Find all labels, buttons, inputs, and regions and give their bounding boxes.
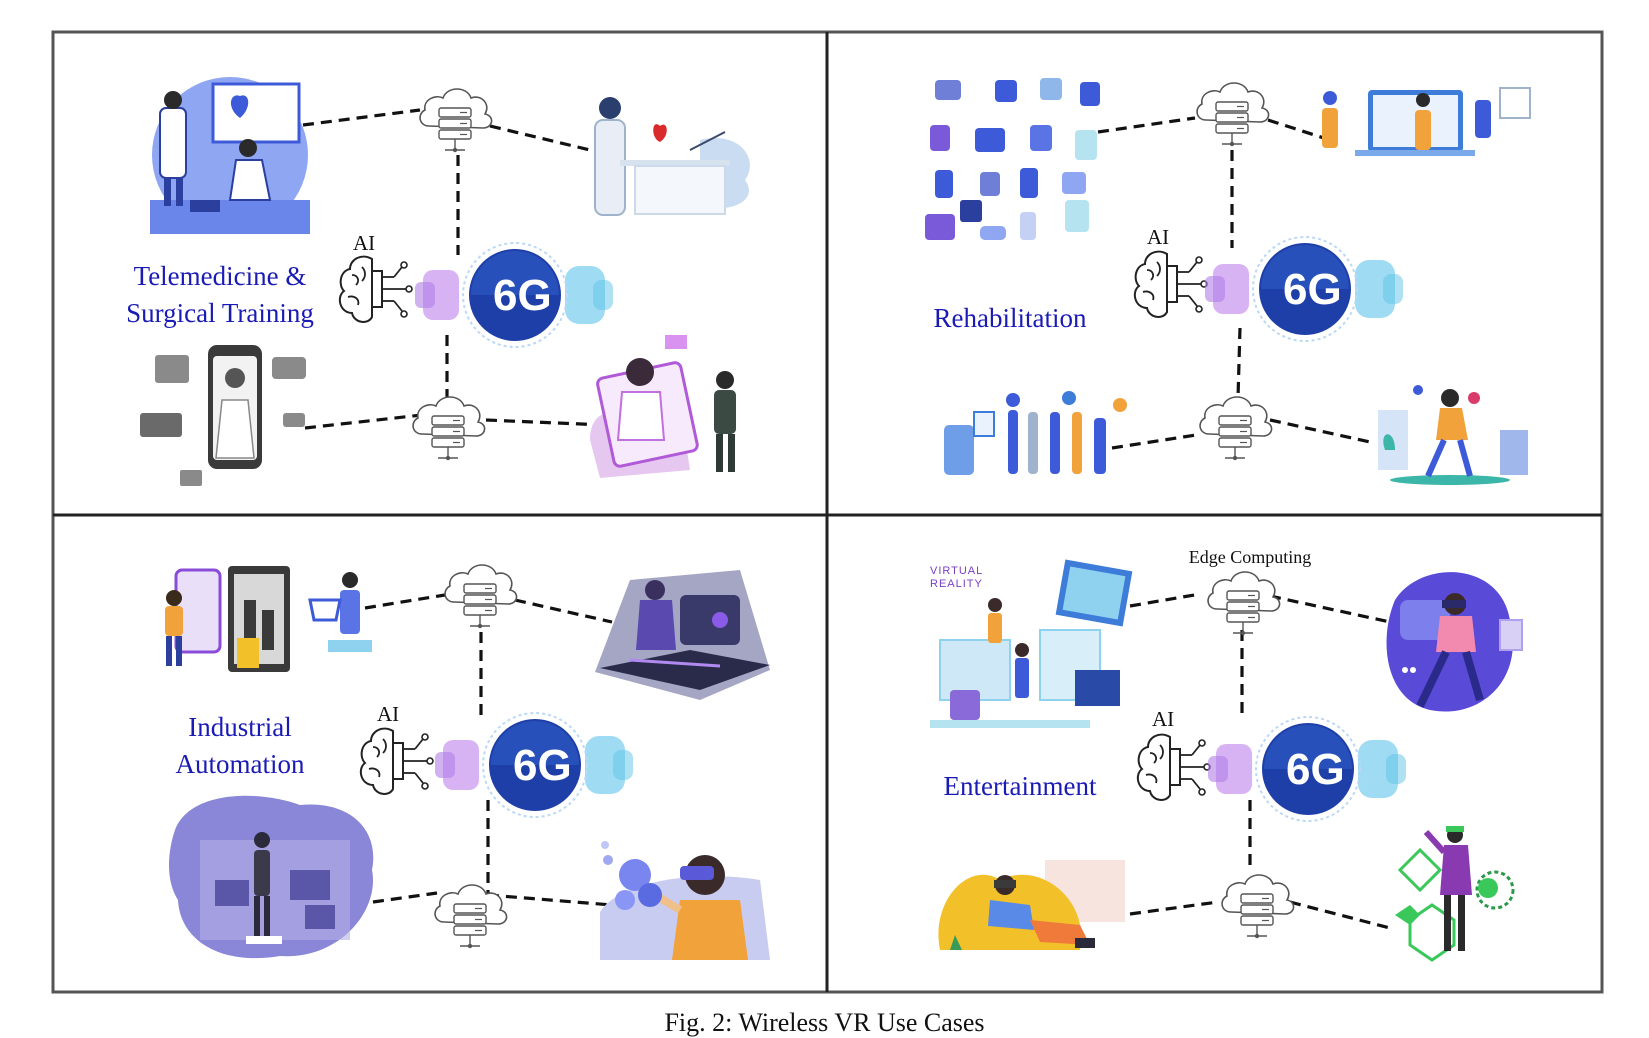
ai-label: AI <box>1152 707 1174 731</box>
figure-caption: Fig. 2: Wireless VR Use Cases <box>664 1008 985 1037</box>
ai-label: AI <box>377 702 399 726</box>
hub-6g-label: 6G <box>513 741 572 790</box>
ai-label: AI <box>1147 225 1169 249</box>
quadrant-title-line-1: Industrial <box>188 712 291 742</box>
cloud-server-icon <box>412 396 486 462</box>
quadrant-title-line-1: Entertainment <box>944 771 1097 801</box>
quadrant-title-line-1: Telemedicine & <box>134 261 307 291</box>
rehab-dashboard-illustration <box>1322 87 1531 156</box>
mobile-consultation-illustration <box>140 345 306 486</box>
virtual-shopping-illustration <box>165 566 372 672</box>
brain-circuit-icon <box>338 255 413 323</box>
quadrant-entertainment: Edge Computing 6G AI Entertainment VIRTU… <box>930 547 1523 962</box>
vr-sign-line-1: VIRTUAL <box>930 565 983 577</box>
vr-relaxing-illustration <box>938 860 1125 950</box>
brain-circuit-icon <box>1133 250 1208 318</box>
cloud-server-icon <box>1199 396 1273 462</box>
ar-shapes-illustration <box>1395 826 1515 962</box>
industrial-vr-worker-illustration <box>595 570 770 700</box>
hub-6g-label: 6G <box>1286 745 1345 794</box>
cloud-server-icon <box>1196 82 1270 147</box>
brain-circuit-icon <box>1136 733 1211 801</box>
vr-activities-illustration <box>925 78 1100 240</box>
cloud-server-icon <box>419 88 493 153</box>
quadrant-telemedicine: 6G AI Telemedicine & Surgical Training <box>126 77 750 486</box>
quadrant-title-line-1: Rehabilitation <box>934 303 1087 333</box>
quadrant-title-line-2: Surgical Training <box>126 298 314 328</box>
surgery-training-illustration <box>150 77 310 234</box>
quadrant-rehabilitation: 6G AI Rehabilitation <box>925 78 1531 485</box>
virtual-reality-scene-illustration: VIRTUAL REALITY <box>930 559 1133 728</box>
edge-computing-label: Edge Computing <box>1189 547 1312 567</box>
cloud-server-icon <box>1221 874 1295 940</box>
ai-label: AI <box>353 231 375 255</box>
network-links <box>1097 116 1371 450</box>
cloud-server-icon <box>434 884 508 950</box>
vr-motion-illustration <box>1378 385 1528 485</box>
cloud-server-icon <box>1207 571 1281 637</box>
hub-6g-label: 6G <box>493 271 552 320</box>
cloud-server-icon <box>444 564 518 630</box>
vr-sign-line-2: REALITY <box>930 578 983 590</box>
vr-molecule-illustration <box>600 841 770 960</box>
brain-circuit-icon <box>359 727 434 795</box>
network-links <box>1129 592 1391 930</box>
hub-6g-label: 6G <box>1283 265 1342 314</box>
network-links <box>364 593 613 907</box>
warehouse-illustration <box>169 795 374 959</box>
video-doctor-illustration <box>590 335 736 478</box>
network-links <box>302 108 606 430</box>
vr-woman-illustration <box>1386 572 1523 712</box>
quadrant-title-line-2: Automation <box>176 749 305 779</box>
care-team-illustration <box>944 391 1127 475</box>
robotic-surgery-illustration <box>594 97 750 216</box>
quadrant-industrial: 6G AI Industrial Automation <box>165 564 770 960</box>
